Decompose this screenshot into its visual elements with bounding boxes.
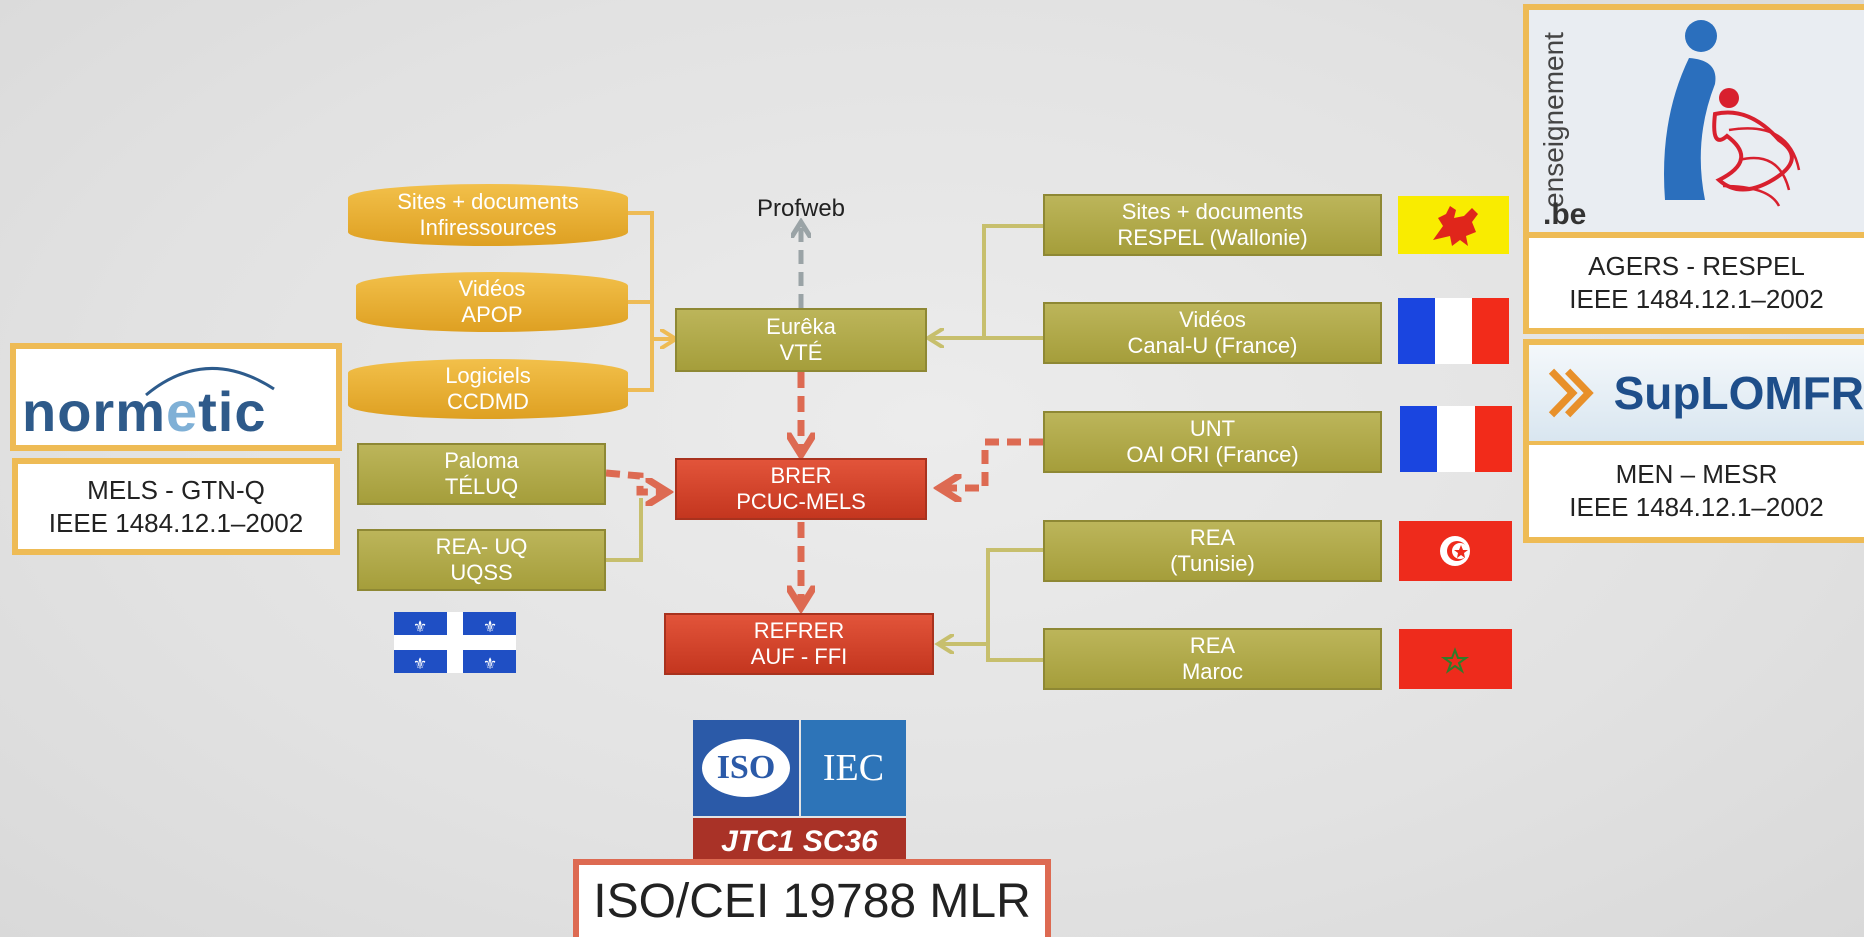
connector-paloma-brer <box>605 469 665 492</box>
node-paloma: Paloma TÉLUQ <box>357 443 606 505</box>
iso-mark: ISO <box>693 720 799 816</box>
france-flag-canal-u <box>1398 298 1509 364</box>
jtc-banner: JTC1 SC36 <box>693 818 906 865</box>
connector-left-sources <box>628 211 674 392</box>
connector-unt-brer <box>942 438 1043 488</box>
iec-mark: IEC <box>801 720 906 816</box>
quebec-flag: ⚜ ⚜ ⚜ ⚜ <box>394 612 516 673</box>
connector-reauq-brer <box>606 498 643 562</box>
enseignement-be-logo: enseignement .be <box>1523 4 1864 238</box>
standard-mels: MELS - GTN-Q IEEE 1484.12.1–2002 <box>12 458 340 555</box>
node-profweb: Profweb <box>756 195 846 222</box>
suplomfr-logo: SupLOMFR <box>1523 339 1864 447</box>
tunisia-flag <box>1399 521 1512 581</box>
normetic-logo: normetic <box>10 343 342 451</box>
node-unt: UNT OAI ORI (France) <box>1043 411 1382 473</box>
svg-text:⚜: ⚜ <box>413 617 427 636</box>
france-flag-unt <box>1400 406 1512 472</box>
node-canal-u: Vidéos Canal-U (France) <box>1043 302 1382 364</box>
standard-iso: ISO/CEI 19788 MLR <box>573 859 1051 937</box>
double-chevron-icon <box>1548 368 1594 418</box>
node-refrer: REFRER AUF - FFI <box>664 613 934 675</box>
wallonia-flag <box>1398 196 1509 254</box>
node-rea-tunisie: REA (Tunisie) <box>1043 520 1382 582</box>
node-brer: BRER PCUC-MELS <box>675 458 927 520</box>
node-rea-maroc: REA Maroc <box>1043 628 1382 690</box>
standard-men: MEN – MESR IEEE 1484.12.1–2002 <box>1523 445 1864 543</box>
source-apop: Vidéos APOP <box>356 272 628 332</box>
svg-text:⚜: ⚜ <box>413 654 427 673</box>
svg-text:⚜: ⚜ <box>483 617 497 636</box>
connector-north-africa <box>940 548 1043 662</box>
iso-iec-logo: ISO IEC JTC1 SC36 <box>693 720 906 865</box>
node-eureka: Eurêka VTÉ <box>675 308 927 372</box>
node-rea-uq: REA- UQ UQSS <box>357 529 606 591</box>
standard-agers: AGERS - RESPEL IEEE 1484.12.1–2002 <box>1523 238 1864 334</box>
node-respel: Sites + documents RESPEL (Wallonie) <box>1043 194 1382 256</box>
source-infiressources: Sites + documents Infiressources <box>348 184 628 246</box>
source-ccdmd: Logiciels CCDMD <box>348 359 628 419</box>
svg-text:⚜: ⚜ <box>483 654 497 673</box>
connector-right-sources <box>930 224 1043 338</box>
morocco-flag <box>1399 629 1512 689</box>
